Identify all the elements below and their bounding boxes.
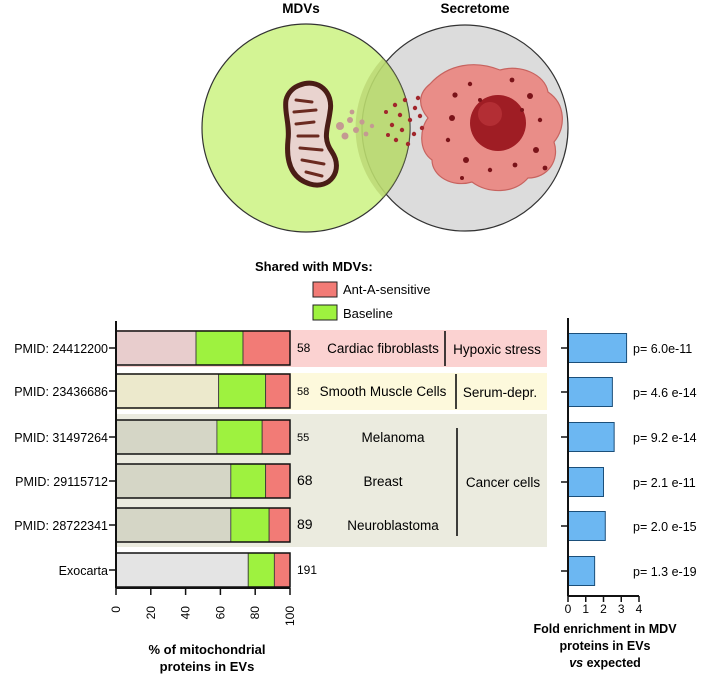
bar-count-label: 58 — [297, 341, 311, 355]
left-chart-axes — [115, 321, 290, 589]
group-label: Cancer cells — [466, 475, 541, 490]
bar-segment — [115, 552, 249, 588]
mdv-vesicles — [336, 109, 375, 140]
venn-diagram: MDVs Secretome — [201, 1, 569, 233]
group-label: Hypoxic stress — [453, 342, 541, 357]
enrichment-bar — [567, 467, 604, 497]
category-label: PMID: 24412200 — [14, 342, 108, 356]
category-label: PMID: 29115712 — [15, 475, 108, 489]
p-value-label: p= 9.2 e-14 — [633, 431, 697, 445]
x-tick-label: 100 — [283, 606, 297, 626]
p-value-label: p= 2.0 e-15 — [633, 520, 697, 534]
category-label: Exocarta — [59, 564, 108, 578]
cell-illustration — [384, 64, 563, 192]
nucleus-highlight — [478, 102, 502, 126]
enrichment-bar — [567, 333, 628, 363]
sample-label: Cardiac fibroblasts — [327, 341, 439, 356]
enrichment-bar — [567, 511, 606, 541]
sample-label: Neuroblastoma — [347, 518, 439, 533]
bar-segment — [268, 507, 291, 543]
enrichment-bar — [567, 556, 596, 586]
legend: Shared with MDVs: Ant-A-sensitive Baseli… — [255, 259, 430, 321]
overlap-region — [355, 58, 411, 198]
x-tick-label: 80 — [248, 606, 262, 620]
p-value-label: p= 2.1 e-11 — [633, 476, 696, 490]
sample-label: Smooth Muscle Cells — [320, 384, 447, 399]
bar-count-label: 191 — [297, 563, 317, 577]
bar-count-label: 68 — [297, 472, 313, 488]
p-value-label: p= 1.3 e-19 — [633, 565, 697, 579]
legend-label-baseline: Baseline — [343, 306, 393, 321]
left-x-axis-title-line2: proteins in EVs — [160, 659, 255, 674]
p-value-label: p= 6.0e-11 — [633, 342, 692, 356]
mito-cristae — [292, 98, 326, 178]
bar-segment — [115, 507, 232, 543]
mitochondrion-illustration — [283, 80, 375, 188]
bar-segment — [230, 507, 270, 543]
bar-segment — [230, 463, 267, 499]
right-chart-axes — [567, 318, 639, 597]
sample-label: Breast — [363, 474, 402, 489]
stacked-bar-chart: PMID: 24412200 58 Cardiac fibroblastsPMID:… — [14, 330, 447, 626]
bar-segment — [261, 419, 291, 455]
bar-segment — [242, 330, 291, 366]
x-tick-label: 0 — [109, 606, 123, 613]
category-label: PMID: 31497264 — [14, 431, 108, 445]
x-tick-label: 20 — [144, 606, 158, 620]
bar-count-label: 89 — [297, 516, 313, 532]
mdvs-label: MDVs — [282, 1, 320, 16]
left-x-axis-title-line1: % of mitochondrial — [149, 642, 266, 657]
legend-swatch-baseline — [312, 304, 338, 321]
right-x-axis-title-line1: Fold enrichment in MDV — [533, 622, 677, 636]
sample-label: Melanoma — [361, 430, 425, 445]
enrichment-bar — [567, 422, 615, 452]
bar-segment — [218, 373, 267, 409]
x-tick-label: 2 — [600, 602, 607, 616]
x-tick-label: 4 — [636, 602, 643, 616]
x-tick-label: 3 — [618, 602, 625, 616]
cell-vesicles — [445, 77, 548, 180]
bar-segment — [216, 419, 263, 455]
fold-enrichment-chart: p= 6.0e-11 p= 4.6 e-14 p= 9.2 e-14 p= 2.1 e… — [561, 333, 697, 616]
bar-segment — [265, 373, 291, 409]
bar-segment — [265, 463, 291, 499]
bar-segment — [247, 552, 275, 588]
bar-segment — [115, 419, 218, 455]
secreted-vesicles — [384, 95, 425, 147]
x-tick-label: 1 — [582, 602, 589, 616]
secretome-label: Secretome — [440, 1, 510, 16]
group-label: Serum-depr. — [463, 385, 537, 400]
bar-count-label: 55 — [297, 432, 309, 444]
legend-title: Shared with MDVs: — [255, 259, 373, 274]
mito-membrane — [283, 80, 339, 188]
legend-swatch-ant-a — [312, 281, 338, 298]
nucleus — [470, 95, 526, 151]
bar-segment — [115, 373, 220, 409]
bar-segment — [273, 552, 291, 588]
category-label: PMID: 28722341 — [14, 519, 108, 533]
bar-count-label: 58 — [297, 386, 309, 398]
p-value-label: p= 4.6 e-14 — [633, 386, 697, 400]
category-label: PMID: 23436686 — [14, 385, 108, 399]
right-x-axis-title-line3: vs expected — [569, 656, 641, 670]
bar-segment — [115, 463, 232, 499]
right-x-axis-title-line2: proteins in EVs — [560, 639, 651, 653]
enrichment-bar — [567, 377, 613, 407]
bar-segment — [115, 330, 197, 366]
legend-label-ant-a: Ant-A-sensitive — [343, 282, 430, 297]
x-tick-label: 60 — [213, 606, 227, 620]
x-tick-label: 0 — [565, 602, 572, 616]
x-tick-label: 40 — [179, 606, 193, 620]
bar-segment — [195, 330, 244, 366]
